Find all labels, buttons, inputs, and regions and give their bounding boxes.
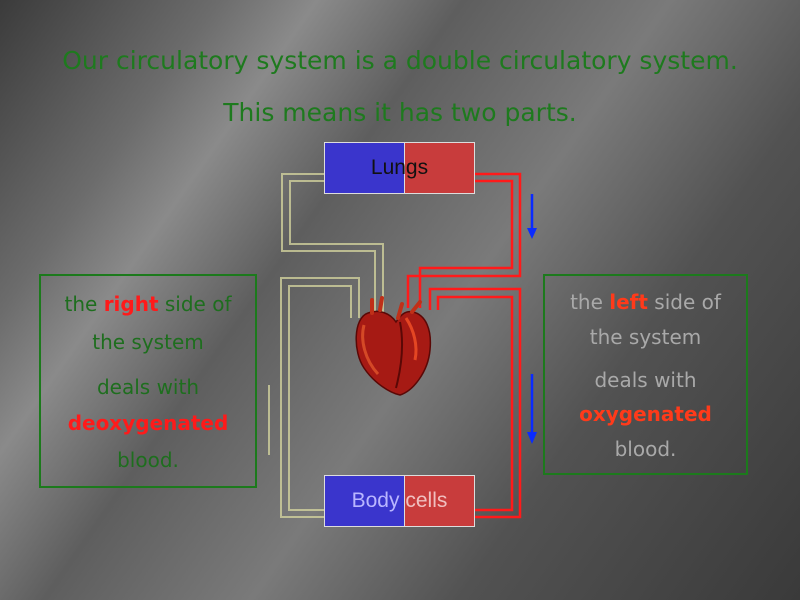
pale-vessel-body-outer — [280, 277, 360, 518]
heart-icon — [355, 296, 432, 396]
pale-vessel-lungs-outer — [281, 173, 376, 318]
headline-line-2: This means it has two parts. — [223, 98, 577, 127]
flow-arrow-lower — [527, 374, 537, 444]
red-vessel-lungs-inner — [418, 179, 514, 308]
lungs-label: Lungs — [370, 156, 429, 179]
right-side-line-2: the system — [92, 330, 204, 354]
right-side-line-5: blood. — [117, 448, 179, 472]
red-vessel-lungs-outer — [406, 172, 522, 308]
left-side-line-1: the left side of — [545, 292, 746, 312]
body-cells-box: Body cells — [324, 475, 475, 527]
flow-arrow-upper — [527, 194, 537, 239]
red-vessel-body-outer — [428, 287, 522, 519]
right-side-line-3: deals with — [96, 375, 200, 399]
pale-vessel-body-inner — [288, 285, 352, 511]
left-side-line-1-pre: the — [570, 290, 610, 314]
headline-line-1: Our circulatory system is a double circu… — [62, 46, 738, 75]
right-highlight: right — [103, 292, 159, 316]
cells-word: cells — [405, 489, 448, 512]
left-side-line-5: blood. — [614, 437, 677, 461]
left-side-line-2: the system — [589, 325, 702, 349]
right-side-line-1: the right side of — [41, 294, 255, 314]
body-word: Body — [351, 489, 400, 512]
lungs-oxygenated-half — [404, 143, 474, 193]
lungs-deoxygenated-half — [325, 143, 404, 193]
right-side-info-box: the right side of the system deals with … — [39, 274, 257, 488]
deoxygenated-vessels — [268, 173, 384, 518]
left-highlight: left — [609, 290, 648, 314]
oxygenated-highlight: oxygenated — [579, 402, 712, 426]
body-oxygenated-half — [404, 476, 474, 526]
right-side-line-1-pre: the — [64, 292, 104, 316]
pale-vessel-lungs-inner — [289, 180, 384, 318]
lungs-box: Lungs — [324, 142, 475, 194]
deoxygenated-highlight: deoxygenated — [67, 411, 229, 435]
right-side-line-1-post: side of — [158, 292, 232, 316]
red-vessel-body-inner — [436, 295, 514, 512]
left-side-line-3: deals with — [594, 368, 697, 392]
body-deoxygenated-half — [325, 476, 404, 526]
body-cells-label: Body cells — [325, 476, 474, 526]
left-side-info-box: the left side of the system deals with o… — [543, 274, 748, 475]
oxygenated-vessels — [406, 172, 522, 519]
left-side-line-1-post: side of — [647, 290, 721, 314]
